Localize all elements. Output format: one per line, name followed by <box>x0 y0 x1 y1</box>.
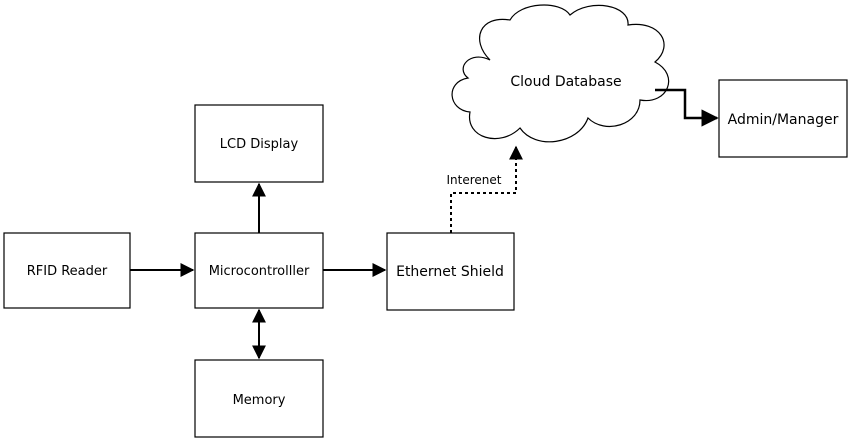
microcontroller-node: Microcontrolller <box>194 232 324 309</box>
memory-node: Memory <box>194 359 324 438</box>
cloud-to-admin-arrow <box>655 88 719 127</box>
lcd-display-label: LCD Display <box>220 137 299 152</box>
admin-manager-label: Admin/Manager <box>728 112 839 128</box>
rfid-reader-label: RFID Reader <box>27 264 108 279</box>
ethernet-shield-node: Ethernet Shield <box>386 232 515 311</box>
microcontroller-label: Microcontrolller <box>209 264 310 279</box>
cloud-database-label: Cloud Database <box>510 74 621 90</box>
internet-edge-label: Interenet <box>447 173 502 187</box>
admin-manager-node: Admin/Manager <box>718 79 848 158</box>
cloud-database-node: Cloud Database <box>451 4 670 143</box>
ethernet-to-cloud-dashed-arrow <box>450 145 523 233</box>
memory-label: Memory <box>233 393 286 408</box>
rfid-reader-node: RFID Reader <box>3 232 131 309</box>
lcd-display-node: LCD Display <box>194 104 324 183</box>
ethernet-shield-label: Ethernet Shield <box>396 264 504 280</box>
